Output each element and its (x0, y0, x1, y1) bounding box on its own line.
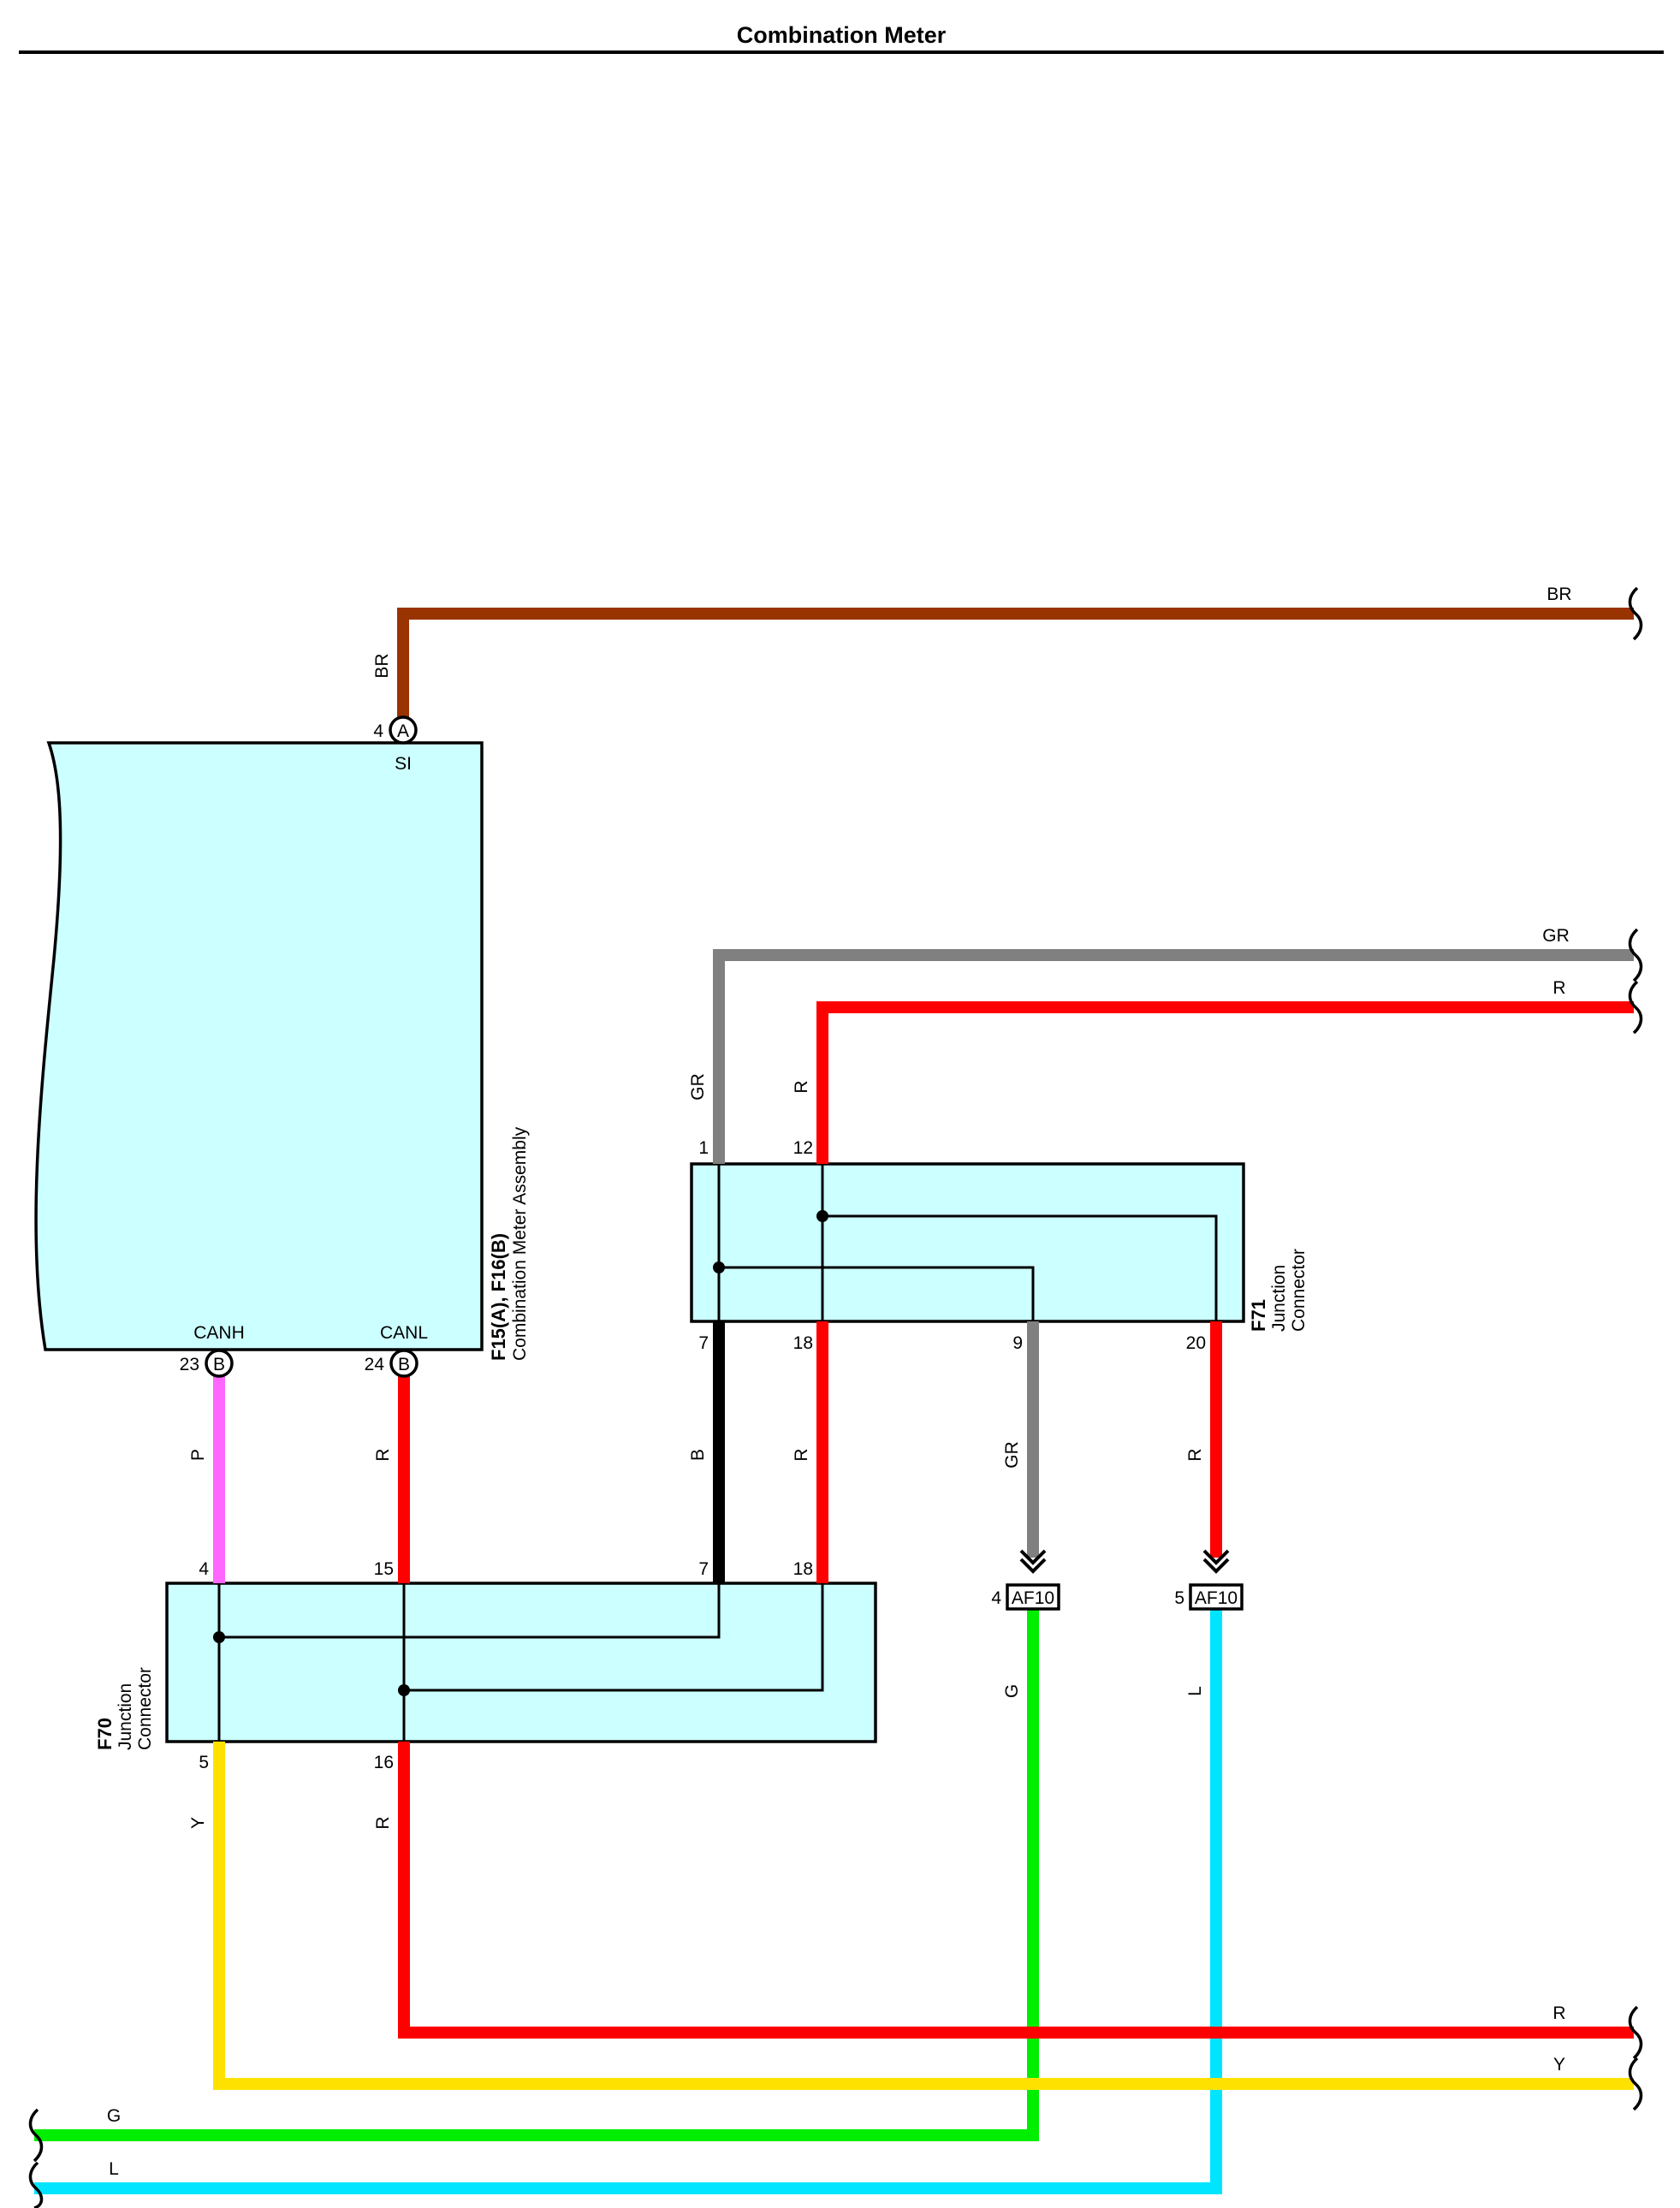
f71-pin-20: 20 (1186, 1333, 1206, 1353)
wire-y (213, 1742, 1634, 2090)
wire-label-g-left: G (107, 2106, 121, 2126)
wire-label-b-f71-7: B (688, 1449, 708, 1461)
page-title: Combination Meter (737, 22, 947, 48)
meter-name: Combination Meter Assembly (510, 1126, 530, 1361)
wire-gr-top (713, 949, 1634, 1164)
wire-br (397, 608, 1634, 717)
break-br (1628, 586, 1643, 641)
wire-label-r-top: R (1552, 978, 1565, 998)
pin-terminal-label: CANH (193, 1323, 245, 1343)
wire-label-r-f71-18: R (792, 1448, 811, 1461)
f71-pin-numbers: 1 12 7 18 9 20 (698, 1138, 1206, 1353)
break-r-top (1628, 980, 1643, 1035)
break-gr (1628, 928, 1643, 982)
f71-label: F71 Junction Connector (1248, 1249, 1309, 1332)
wire-label-y-bottom: Y (1553, 2055, 1565, 2074)
f70-pin-16: 16 (374, 1753, 394, 1772)
pin-terminal-label: SI (395, 754, 412, 774)
f71-pin-12: 12 (793, 1138, 813, 1158)
f70-splice-dot-2 (398, 1684, 410, 1696)
wire-label-y-f70-5: Y (188, 1817, 208, 1829)
wire-label-r-canl: R (373, 1448, 393, 1461)
f70-pin-18: 18 (793, 1559, 813, 1579)
meter-pin-canh: B 23 CANH (180, 1323, 245, 1378)
af10-code: AF10 (1195, 1588, 1238, 1608)
wire-label-gr-top: GR (1542, 926, 1570, 946)
f70-name-line2: Connector (135, 1667, 155, 1750)
wire-label-l-left: L (109, 2159, 119, 2179)
f71-pin-7: 7 (698, 1333, 709, 1353)
af10-chevrons (1019, 1549, 1230, 1574)
f71-pin-18: 18 (793, 1333, 813, 1353)
f70-splice-dot-1 (213, 1631, 225, 1643)
f70-code: F70 (94, 1718, 116, 1750)
break-r-bottom (1628, 2005, 1643, 2060)
f70-pin-15: 15 (374, 1559, 394, 1579)
meter-pin-canl: B 24 CANL (365, 1323, 428, 1378)
pin-conn-letter: A (397, 721, 409, 741)
wire-g (34, 1609, 1039, 2141)
af10-pin-number: 5 (1174, 1588, 1184, 1608)
pin-conn-letter: B (213, 1355, 225, 1374)
wire-r-bottom (398, 1742, 1634, 2039)
f70-pin-numbers: 4 15 7 18 5 16 (199, 1559, 813, 1772)
wire-label-gr-f71-9: GR (1002, 1441, 1022, 1469)
wire-label-br-vert: BR (372, 653, 392, 678)
break-g (28, 2108, 44, 2163)
wire-l (34, 1609, 1222, 2194)
f71-pin-1: 1 (698, 1138, 709, 1158)
pin-number: 4 (373, 721, 383, 741)
f70-pin-5: 5 (199, 1753, 209, 1772)
f71-code: F71 (1248, 1299, 1269, 1332)
wire-labels-horizontal: BR GR R R Y G L (107, 585, 1572, 2179)
wire-label-r-bottom: R (1552, 2003, 1565, 2023)
f70-name-line1: Junction (116, 1683, 135, 1750)
pin-number: 23 (180, 1355, 199, 1374)
f71-name-line2: Connector (1289, 1249, 1309, 1332)
af10-pin-number: 4 (991, 1588, 1001, 1608)
wire-label-l-af10: L (1185, 1686, 1205, 1696)
wire-label-gr-vert: GR (688, 1073, 708, 1101)
wire-label-r-f70-16: R (373, 1816, 393, 1829)
combination-meter-body (34, 741, 484, 1351)
wire-label-br-top: BR (1546, 585, 1571, 604)
f70-label: F70 Junction Connector (94, 1667, 155, 1750)
meter-pin-si: A 4 SI (373, 715, 418, 774)
wire-label-g-af10: G (1002, 1684, 1022, 1698)
break-l (28, 2161, 44, 2208)
f71-name-line1: Junction (1269, 1265, 1289, 1332)
f70-internal-bus (217, 1583, 824, 1742)
af10-connector-l: AF10 5 (1174, 1583, 1244, 1611)
f70-pin-4: 4 (199, 1559, 209, 1579)
f71-pin-9: 9 (1012, 1333, 1023, 1353)
wire-r-top (816, 1001, 1634, 1164)
f71-splice-dot-2 (816, 1210, 828, 1222)
meter-label: F15(A), F16(B) Combination Meter Assembl… (488, 1126, 530, 1361)
f71-internal-bus (717, 1164, 1218, 1321)
f71-splice-dot-1 (713, 1261, 725, 1273)
af10-connector-g: AF10 4 (991, 1583, 1060, 1611)
pin-conn-letter: B (398, 1355, 410, 1374)
meter-code: F15(A), F16(B) (488, 1233, 509, 1361)
wire-label-r-vert-top: R (792, 1080, 811, 1093)
f70-pin-7: 7 (698, 1559, 709, 1579)
f71-junction-connector (690, 1162, 1245, 1323)
wire-labels-vertical: BR GR R P R B R GR R G L Y R (188, 653, 1205, 1829)
pin-number: 24 (365, 1355, 385, 1374)
f70-junction-connector (165, 1582, 877, 1743)
wire-label-p-canh: P (188, 1449, 208, 1461)
wire-label-r-f71-20: R (1185, 1448, 1205, 1461)
break-y (1628, 2057, 1643, 2111)
break-symbols (28, 586, 1643, 2208)
af10-code: AF10 (1012, 1588, 1054, 1608)
pin-terminal-label: CANL (380, 1323, 428, 1343)
